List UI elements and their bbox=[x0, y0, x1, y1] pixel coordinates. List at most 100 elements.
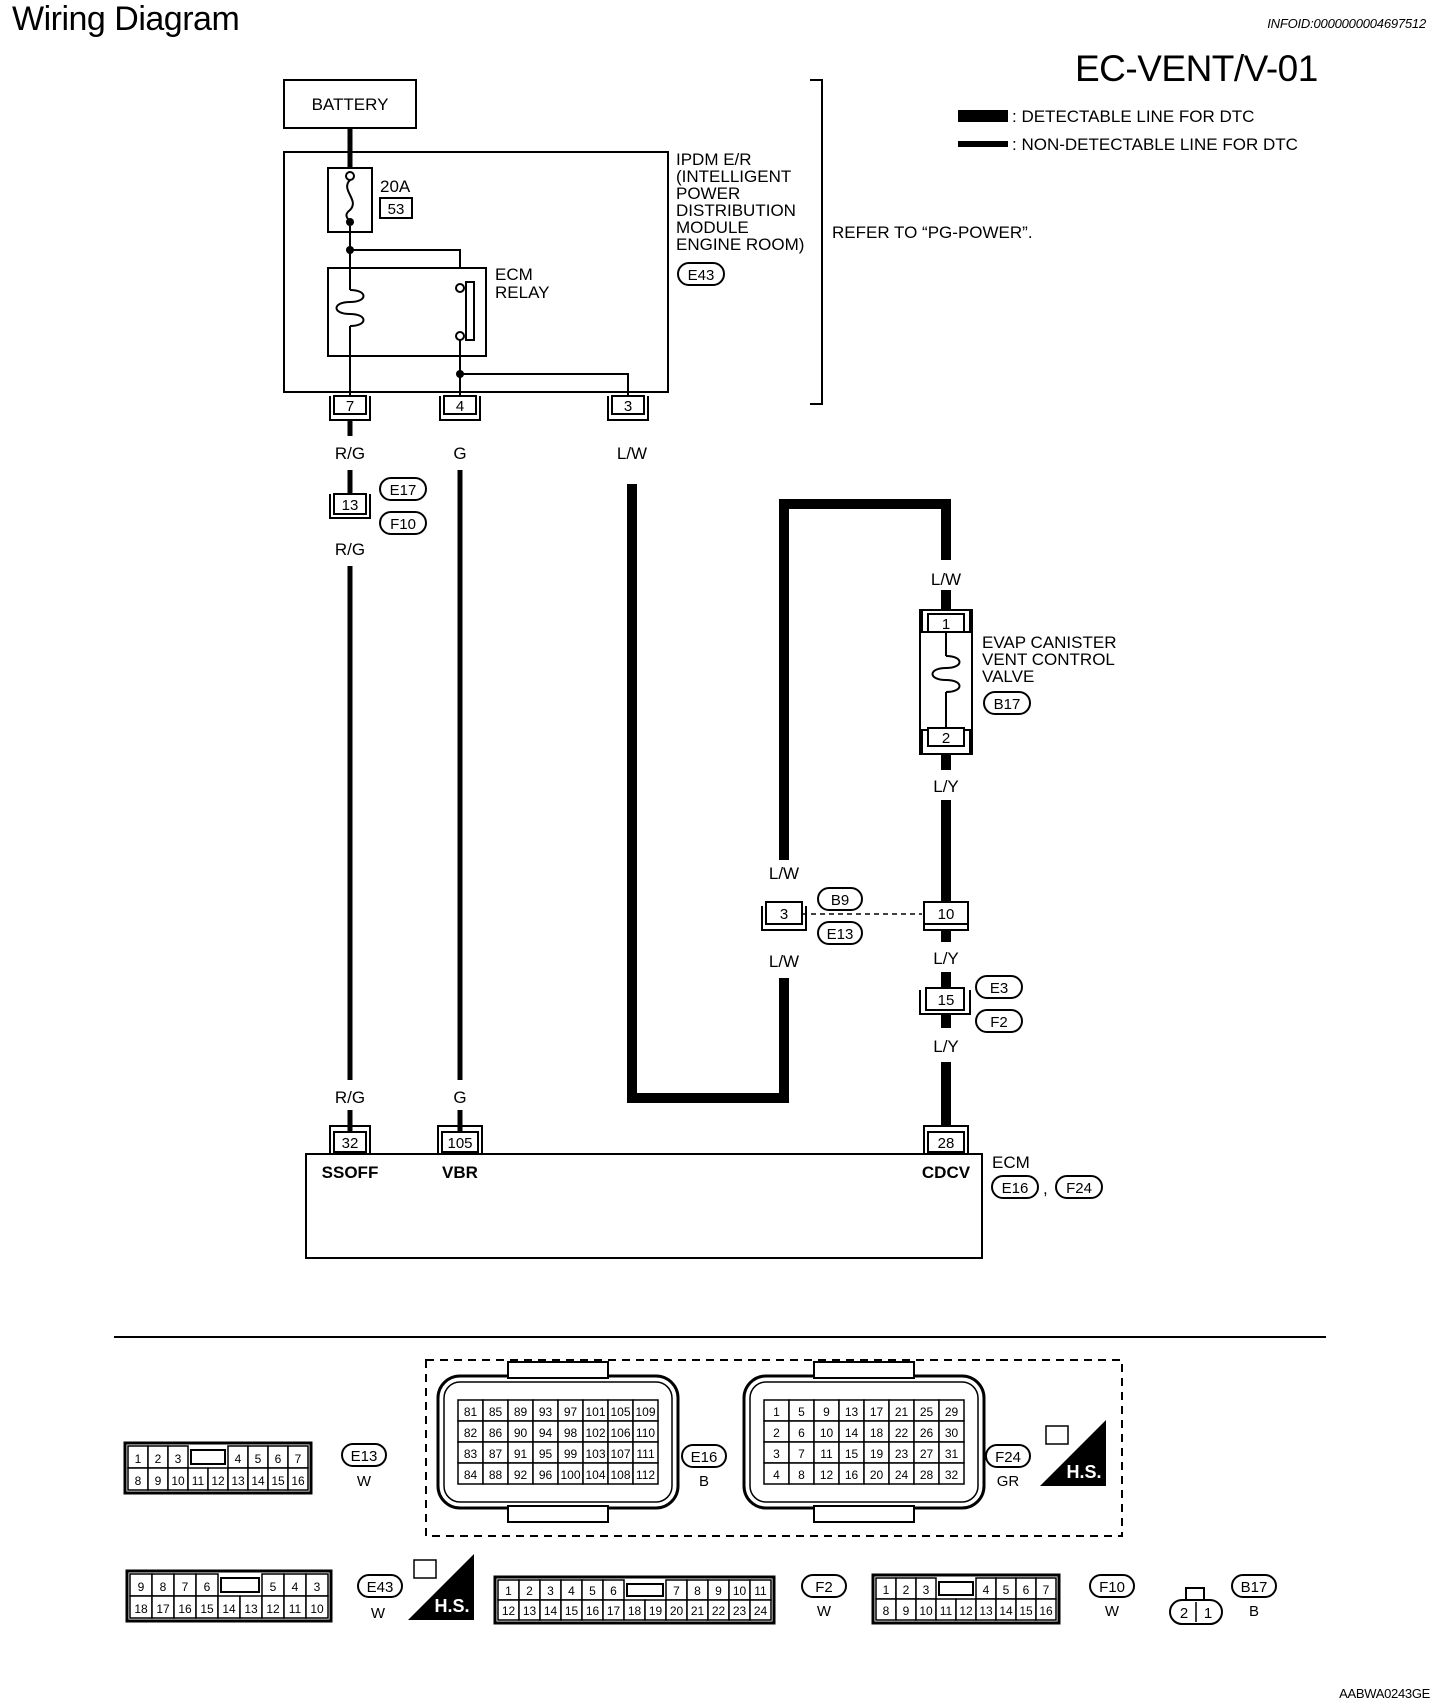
conn-b17-pin: 2 bbox=[1180, 1605, 1188, 1622]
joint-e17-pin: 13 bbox=[342, 497, 359, 514]
evap-valve: 1 2 EVAP CANISTER VENT CONTROL VALVE B17 bbox=[919, 609, 1116, 755]
conn-e16-pin: 90 bbox=[514, 1426, 528, 1440]
svg-text:3: 3 bbox=[624, 398, 632, 415]
conn-f24-pin: 18 bbox=[870, 1426, 884, 1440]
conn-f24-pin: 21 bbox=[895, 1405, 909, 1419]
conn-f2-cavity bbox=[749, 1599, 772, 1621]
wire-rg: R/G 13 E17 F10 R/G R/G bbox=[329, 420, 427, 1107]
conn-e16-pin: 93 bbox=[539, 1405, 553, 1419]
valve-pin-2: 2 bbox=[942, 730, 950, 747]
svg-text:R/G: R/G bbox=[335, 1088, 365, 1107]
joint-e3-conn: E3 bbox=[990, 980, 1008, 997]
conn-f24-pin: 27 bbox=[920, 1447, 934, 1461]
refer-pg-power: REFER TO “PG-POWER”. bbox=[832, 223, 1033, 242]
conn-e16-pin: 111 bbox=[636, 1447, 655, 1461]
conn-e16-color: B bbox=[699, 1473, 709, 1490]
conn-e16-latch bbox=[507, 1505, 609, 1523]
conn-e16-pin: 84 bbox=[464, 1468, 478, 1482]
conn-e13-pin: 12 bbox=[211, 1474, 225, 1488]
wire-ly: L/Y 10 L/Y 15 E3 F2 L/Y bbox=[919, 754, 1023, 1126]
legend-thin-line bbox=[958, 141, 1008, 147]
conn-f24-pin: 15 bbox=[845, 1447, 859, 1461]
ipdm-connector: E43 bbox=[688, 267, 715, 284]
conn-b17-color: B bbox=[1249, 1603, 1259, 1620]
conn-f24-pin: 14 bbox=[845, 1426, 859, 1440]
conn-e16-pin: 91 bbox=[514, 1447, 528, 1461]
wire-lw: L/W L/W 3 B9 E13 L/W L/W bbox=[617, 444, 961, 1103]
conn-e16-pin: 105 bbox=[610, 1405, 630, 1419]
relay-label-1: ECM bbox=[495, 265, 533, 284]
ecm-connector-sep: , bbox=[1043, 1179, 1048, 1198]
conn-e13-id: E13 bbox=[351, 1448, 378, 1465]
conn-f2-pin: 18 bbox=[628, 1604, 642, 1618]
conn-e43-pin: 16 bbox=[178, 1602, 192, 1616]
conn-f10-pin: 9 bbox=[903, 1604, 910, 1618]
svg-text:L/Y: L/Y bbox=[933, 949, 959, 968]
conn-f24-latch bbox=[813, 1505, 915, 1523]
ecm-pin-name-cdcv: CDCV bbox=[922, 1163, 971, 1182]
conn-e16-pin: 97 bbox=[564, 1405, 578, 1419]
conn-e16-pin: 89 bbox=[514, 1405, 528, 1419]
conn-e16-pin: 112 bbox=[636, 1468, 655, 1482]
conn-e43-pin: 8 bbox=[160, 1580, 167, 1594]
conn-f24-pin: 26 bbox=[920, 1426, 934, 1440]
ipdm-line-3: POWER bbox=[676, 184, 740, 203]
conn-f10-pin: 8 bbox=[883, 1604, 890, 1618]
conn-b17-id: B17 bbox=[1241, 1579, 1268, 1596]
conn-f2-pin: 11 bbox=[754, 1584, 767, 1598]
conn-e13-pin: 7 bbox=[295, 1452, 302, 1466]
conn-f10-pin: 7 bbox=[1043, 1583, 1050, 1597]
svg-text:L/W: L/W bbox=[931, 570, 961, 589]
legend-thick-line bbox=[958, 110, 1008, 122]
conn-f10-pin: 5 bbox=[1003, 1583, 1010, 1597]
ecm-connector-f24: F24 bbox=[1066, 1180, 1092, 1197]
joint-e17-conn: E17 bbox=[390, 482, 417, 499]
conn-f2-pin: 3 bbox=[547, 1584, 554, 1598]
conn-e16-pin: 81 bbox=[464, 1405, 478, 1419]
conn-f24-pin: 25 bbox=[920, 1405, 934, 1419]
legend-detectable: : DETECTABLE LINE FOR DTC bbox=[1012, 107, 1254, 126]
ecm-pin-105: 105 bbox=[447, 1135, 472, 1152]
conn-f24-pin: 6 bbox=[798, 1426, 805, 1440]
valve-connector: B17 bbox=[994, 696, 1021, 713]
conn-e43-pin: 11 bbox=[289, 1602, 302, 1616]
conn-f2-pin: 12 bbox=[502, 1604, 516, 1618]
conn-f2-pin: 22 bbox=[712, 1604, 726, 1618]
conn-e13-pill bbox=[341, 1443, 387, 1467]
battery: BATTERY bbox=[283, 79, 417, 129]
conn-e43-pin: 3 bbox=[314, 1580, 321, 1594]
conn-f24-pin: 3 bbox=[773, 1447, 780, 1461]
conn-e13-pin: 5 bbox=[255, 1452, 262, 1466]
hs-badge-2-tri bbox=[408, 1554, 474, 1620]
hs-badge-1-text: H.S. bbox=[1066, 1462, 1101, 1482]
conn-f2-id: F2 bbox=[815, 1579, 833, 1596]
ecm-pin-name-ssoff: SSOFF bbox=[322, 1163, 379, 1182]
svg-text:L/Y: L/Y bbox=[933, 1037, 959, 1056]
conn-f2-pin: 14 bbox=[544, 1604, 558, 1618]
conn-f10-cavity bbox=[1035, 1598, 1057, 1621]
conn-f2-pin: 9 bbox=[715, 1584, 722, 1598]
conn-f24-pin: 9 bbox=[823, 1405, 830, 1419]
svg-text:L/W: L/W bbox=[617, 444, 647, 463]
conn-e43-pin: 13 bbox=[244, 1602, 258, 1616]
conn-f2-pin: 1 bbox=[505, 1584, 512, 1598]
conn-f24-pin: 30 bbox=[945, 1426, 959, 1440]
conn-f10-pin: 10 bbox=[919, 1604, 933, 1618]
conn-e43-lock bbox=[220, 1577, 260, 1593]
conn-e16-pin: 106 bbox=[610, 1426, 630, 1440]
conn-e13-pin: 16 bbox=[291, 1474, 305, 1488]
ecm-connectors-frame bbox=[425, 1359, 1123, 1537]
conn-f24-pin: 10 bbox=[820, 1426, 834, 1440]
conn-f2-pin: 15 bbox=[565, 1604, 579, 1618]
conn-e16-pin: 86 bbox=[489, 1426, 503, 1440]
hs-badge-1-glyph bbox=[1045, 1425, 1069, 1445]
conn-e43-pin: 17 bbox=[156, 1602, 170, 1616]
ipdm-line-4: DISTRIBUTION bbox=[676, 201, 796, 220]
conn-e43-pin: 4 bbox=[292, 1580, 299, 1594]
hs-badge-2-glyph bbox=[413, 1559, 437, 1579]
conn-f24-pin: 16 bbox=[845, 1468, 859, 1482]
conn-f10-pin: 12 bbox=[959, 1604, 973, 1618]
conn-f24-pin: 23 bbox=[895, 1447, 909, 1461]
conn-f10-id: F10 bbox=[1099, 1579, 1125, 1596]
